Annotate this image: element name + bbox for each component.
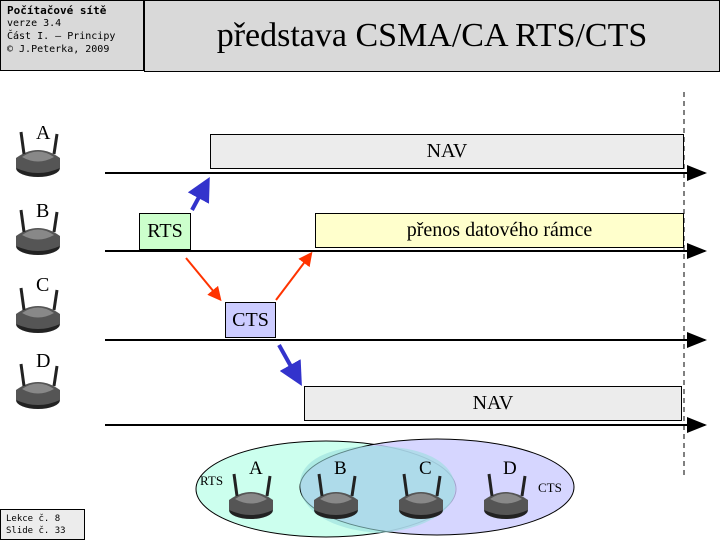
cts-to-d-arrow (277, 344, 302, 386)
venn-rts-label: RTS (200, 473, 224, 488)
venn-cts-label: CTS (538, 480, 562, 495)
station-a-label: A (36, 122, 51, 144)
course-name: Počítačové sítě (7, 4, 107, 17)
slide-title: představa CSMA/CA RTS/CTS (144, 0, 720, 72)
rts-to-a-arrow (187, 176, 210, 211)
slide-number: Slide č. 33 (6, 526, 66, 536)
version-text: verze 3.4 (7, 18, 62, 29)
part-text: Část I. – Principy (7, 31, 116, 42)
venn-station-b-label: B (334, 458, 347, 479)
copyright-text: © J.Peterka, 2009 (7, 44, 110, 55)
venn-station-c-label: C (419, 458, 432, 479)
venn-station-a-label: A (249, 458, 263, 479)
lesson-info-box: Lekce č. 8 Slide č. 33 (0, 509, 85, 540)
data-frame-bar: přenos datového rámce (315, 213, 684, 248)
station-b-label: B (36, 200, 50, 222)
lesson-number: Lekce č. 8 (6, 514, 61, 524)
cts-frame: CTS (225, 302, 276, 338)
station-c-label: C (36, 274, 50, 296)
rts-to-c-arrow (185, 257, 222, 302)
cts-to-b-arrow (275, 251, 313, 301)
nav-bar-d: NAV (304, 386, 682, 421)
course-info-box: Počítačové sítě verze 3.4 Část I. – Prin… (0, 0, 144, 71)
station-d-label: D (36, 350, 51, 372)
venn-station-d-label: D (503, 458, 517, 479)
nav-bar-a: NAV (210, 134, 684, 169)
rts-frame: RTS (139, 213, 191, 250)
